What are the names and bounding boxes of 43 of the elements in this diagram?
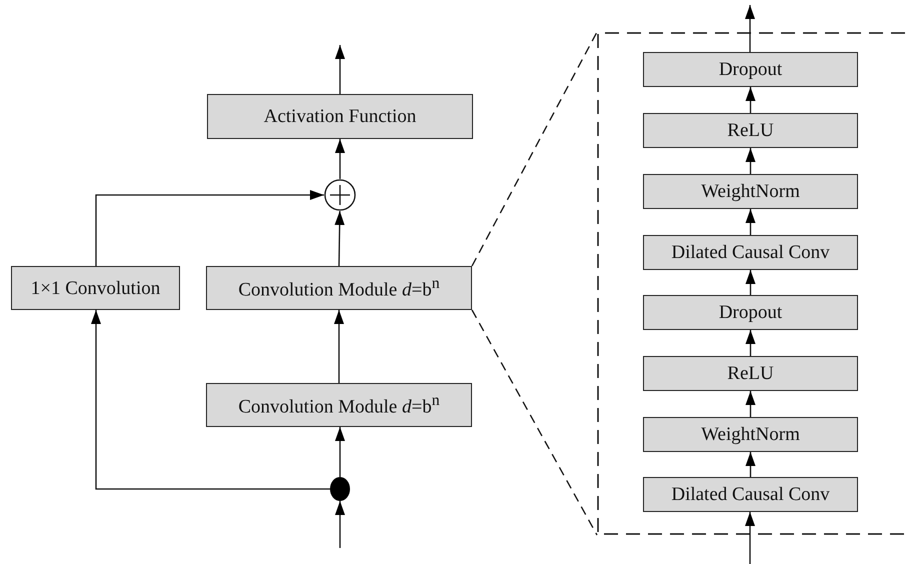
zoom-line <box>471 32 598 266</box>
process-box <box>206 383 472 427</box>
box-label: WeightNorm <box>701 425 800 444</box>
arrow <box>334 210 345 266</box>
arrow <box>335 139 345 179</box>
process-box <box>643 52 858 87</box>
arrow <box>745 5 755 52</box>
box-label: ReLU <box>727 121 774 140</box>
process-box <box>643 356 858 391</box>
box-label: 1×1 Convolution <box>30 278 160 298</box>
box-label: WeightNorm <box>701 182 800 201</box>
arrow <box>746 148 756 174</box>
arrow <box>746 452 756 477</box>
arrow <box>95 190 324 266</box>
process-box <box>643 417 858 452</box>
process-box <box>206 266 472 310</box>
arrow <box>746 209 756 235</box>
process-box <box>11 266 180 310</box>
arrow <box>334 310 344 383</box>
process-box <box>643 113 858 148</box>
box-label: Dropout <box>718 303 782 322</box>
arrow <box>746 87 756 113</box>
process-box <box>643 235 858 270</box>
process-box <box>643 295 858 330</box>
process-box <box>643 477 858 512</box>
arrow <box>746 391 756 417</box>
arrow <box>745 512 755 564</box>
box-label: Activation Function <box>264 107 416 126</box>
box-label: Convolution Module d=b$^{n}$ <box>238 276 440 300</box>
box-label: Dilated Causal Conv <box>671 243 830 262</box>
box-label: Convolution Module d=b$^{n}$ <box>238 393 440 417</box>
process-box <box>207 94 473 139</box>
box-label: Dropout <box>718 60 782 79</box>
zoom-line <box>471 310 598 536</box>
box-label: Dilated Causal Conv <box>671 485 830 504</box>
arrow <box>91 310 330 490</box>
arrow <box>335 427 345 477</box>
box-label: ReLU <box>727 364 774 383</box>
arrow <box>746 270 756 295</box>
arrow <box>335 501 345 548</box>
process-box <box>643 174 858 209</box>
arrow <box>746 330 756 356</box>
arrow <box>335 45 345 94</box>
